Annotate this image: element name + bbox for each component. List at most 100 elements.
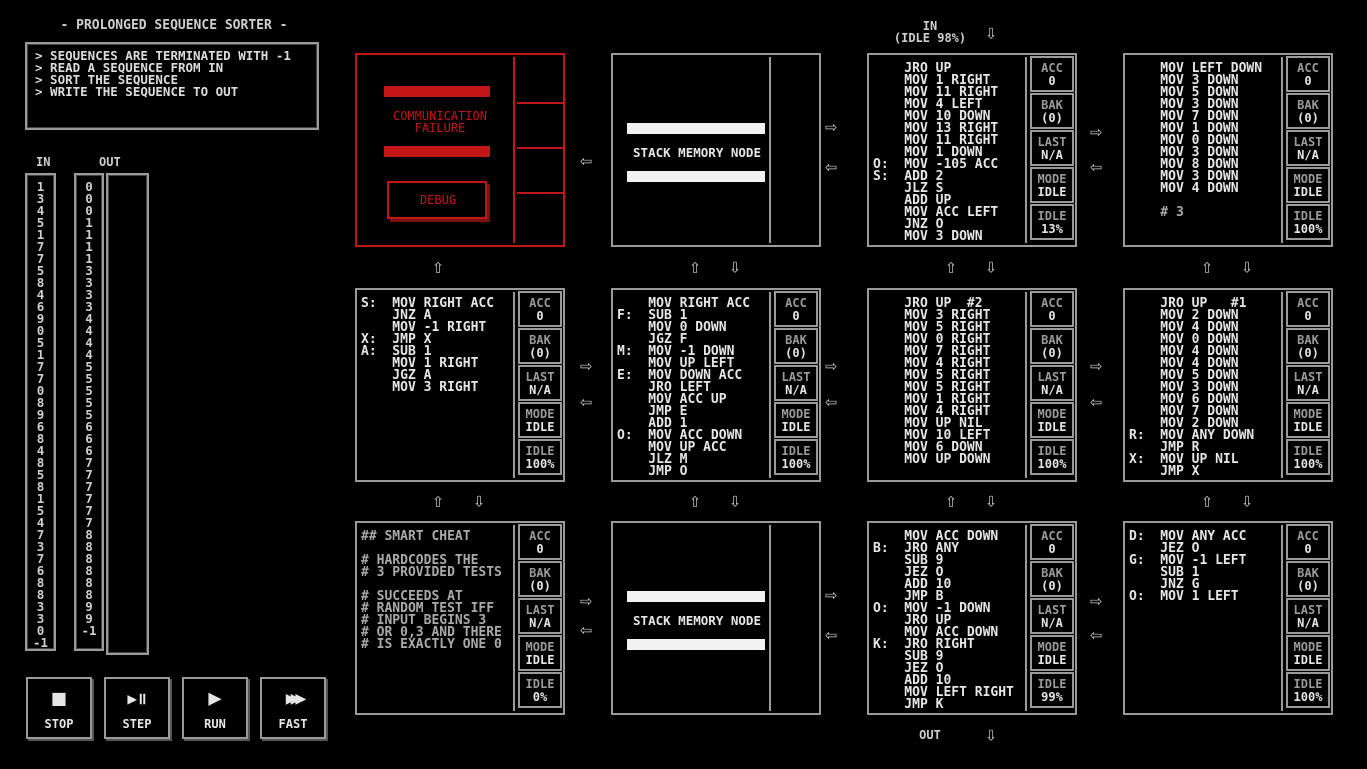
register-label: LAST (1037, 603, 1067, 617)
register-value: 100% (781, 457, 811, 471)
arrow-up-icon: ⇧ (432, 488, 445, 512)
code-line: A: SUB 1 (361, 344, 432, 359)
code-line: D: MOV ANY ACC (1129, 529, 1247, 544)
register-label: LAST (525, 603, 555, 617)
output-arrow-icon: ⇩ (985, 722, 998, 746)
code-line: MOV 3 RIGHT (361, 380, 479, 395)
in-value: 4 (36, 287, 45, 302)
stop-button[interactable]: ■STOP (26, 677, 92, 739)
code-editor[interactable]: JRO UP #2 MOV 3 RIGHT MOV 5 RIGHT MOV 0 … (871, 292, 1027, 478)
code-line: R: MOV ANY DOWN (1129, 428, 1255, 443)
register-label: IDLE (525, 444, 555, 458)
out-expected-value: 7 (85, 479, 93, 494)
fast-button[interactable]: ▶▶▶FAST (260, 677, 326, 739)
register-value: 99% (1041, 690, 1063, 704)
stack-memory-node: STACK MEMORY NODE (611, 521, 821, 715)
code-line: MOV 0 DOWN (617, 320, 727, 335)
register-label: ACC (1041, 296, 1063, 310)
code-line: MOV 0 DOWN (1129, 332, 1239, 347)
code-line: O: MOV 1 LEFT (1129, 589, 1239, 604)
register-label: IDLE (1037, 209, 1067, 223)
register-value: IDLE (1037, 420, 1067, 434)
out-expected-value: 6 (85, 419, 93, 434)
code-line: MOV 2 DOWN (1129, 416, 1239, 431)
puzzle-description: > SEQUENCES ARE TERMINATED WITH -1> READ… (25, 42, 319, 130)
code-line: MOV 6 DOWN (1129, 392, 1239, 407)
in-value: 8 (36, 275, 45, 290)
code-line: JMP R (1129, 440, 1200, 455)
input-arrow-icon: ⇩ (985, 20, 998, 44)
code-line: MOV 10 LEFT (873, 428, 991, 443)
register-value: IDLE (1037, 185, 1067, 199)
arrow-left-icon: ⇦ (1090, 389, 1103, 413)
code-line: JEZ O (1129, 541, 1200, 556)
register-label: IDLE (1037, 444, 1067, 458)
register-cell (517, 104, 563, 149)
code-line: MOV 13 RIGHT (873, 121, 999, 136)
debug-button[interactable]: DEBUG (387, 181, 487, 219)
in-value: 4 (36, 443, 45, 458)
step-button[interactable]: ▶॥STEP (104, 677, 170, 739)
out-expected-value: 5 (85, 371, 93, 386)
code-line: MOV LEFT DOWN (1129, 61, 1263, 76)
register-value: 0% (532, 690, 548, 704)
in-value: 1 (36, 179, 45, 194)
stack-label: STACK MEMORY NODE (633, 145, 761, 160)
arrow-right-icon: ⇨ (1090, 119, 1103, 143)
register-label: MODE (1293, 172, 1323, 186)
code-line: JMP X (1129, 464, 1200, 479)
out-expected-value: 1 (85, 215, 93, 230)
arrow-up-icon: ⇧ (689, 488, 702, 512)
register-label: LAST (1293, 603, 1323, 617)
run-icon: ▶ (208, 686, 222, 711)
register-value: N/A (1297, 616, 1319, 630)
run-button[interactable]: ▶RUN (182, 677, 248, 739)
register-value: (0) (1297, 111, 1319, 125)
register-value: N/A (1041, 616, 1063, 630)
code-line: X: JMP X (361, 332, 432, 347)
out-actual-list (106, 173, 149, 655)
register-value: (0) (1041, 579, 1063, 593)
code-editor[interactable]: JRO UP #1 MOV 2 DOWN MOV 4 DOWN MOV 0 DO… (1127, 292, 1283, 478)
out-expected-value: 0 (85, 203, 93, 218)
register-value: 0 (536, 309, 544, 323)
out-expected-value: 8 (85, 587, 93, 602)
register-value: 100% (1293, 457, 1323, 471)
code-editor[interactable]: JRO UP MOV 1 RIGHT MOV 11 RIGHT MOV 4 LE… (871, 57, 1027, 243)
arrow-down-icon: ⇩ (473, 488, 486, 512)
code-line: JRO UP (873, 61, 952, 76)
code-line: MOV 3 DOWN (873, 229, 983, 244)
register-label: MODE (1037, 407, 1067, 421)
code-editor[interactable]: ## SMART CHEAT # HARDCODES THE# 3 PROVID… (359, 525, 515, 711)
in-value: 1 (36, 491, 45, 506)
register-value: IDLE (1293, 420, 1323, 434)
out-expected-value: 7 (85, 491, 93, 506)
register-value: (0) (1041, 111, 1063, 125)
register-value: (0) (1041, 346, 1063, 360)
register-value: (0) (529, 346, 551, 360)
code-line: MOV 10 DOWN (873, 109, 991, 124)
code-editor[interactable]: MOV LEFT DOWN MOV 3 DOWN MOV 5 DOWN MOV … (1127, 57, 1283, 243)
code-line: MOV 4 LEFT (873, 97, 983, 112)
compute-node: ## SMART CHEAT # HARDCODES THE# 3 PROVID… (355, 521, 565, 715)
arrow-left-icon: ⇦ (825, 389, 838, 413)
code-line: JGZ A (361, 368, 432, 383)
